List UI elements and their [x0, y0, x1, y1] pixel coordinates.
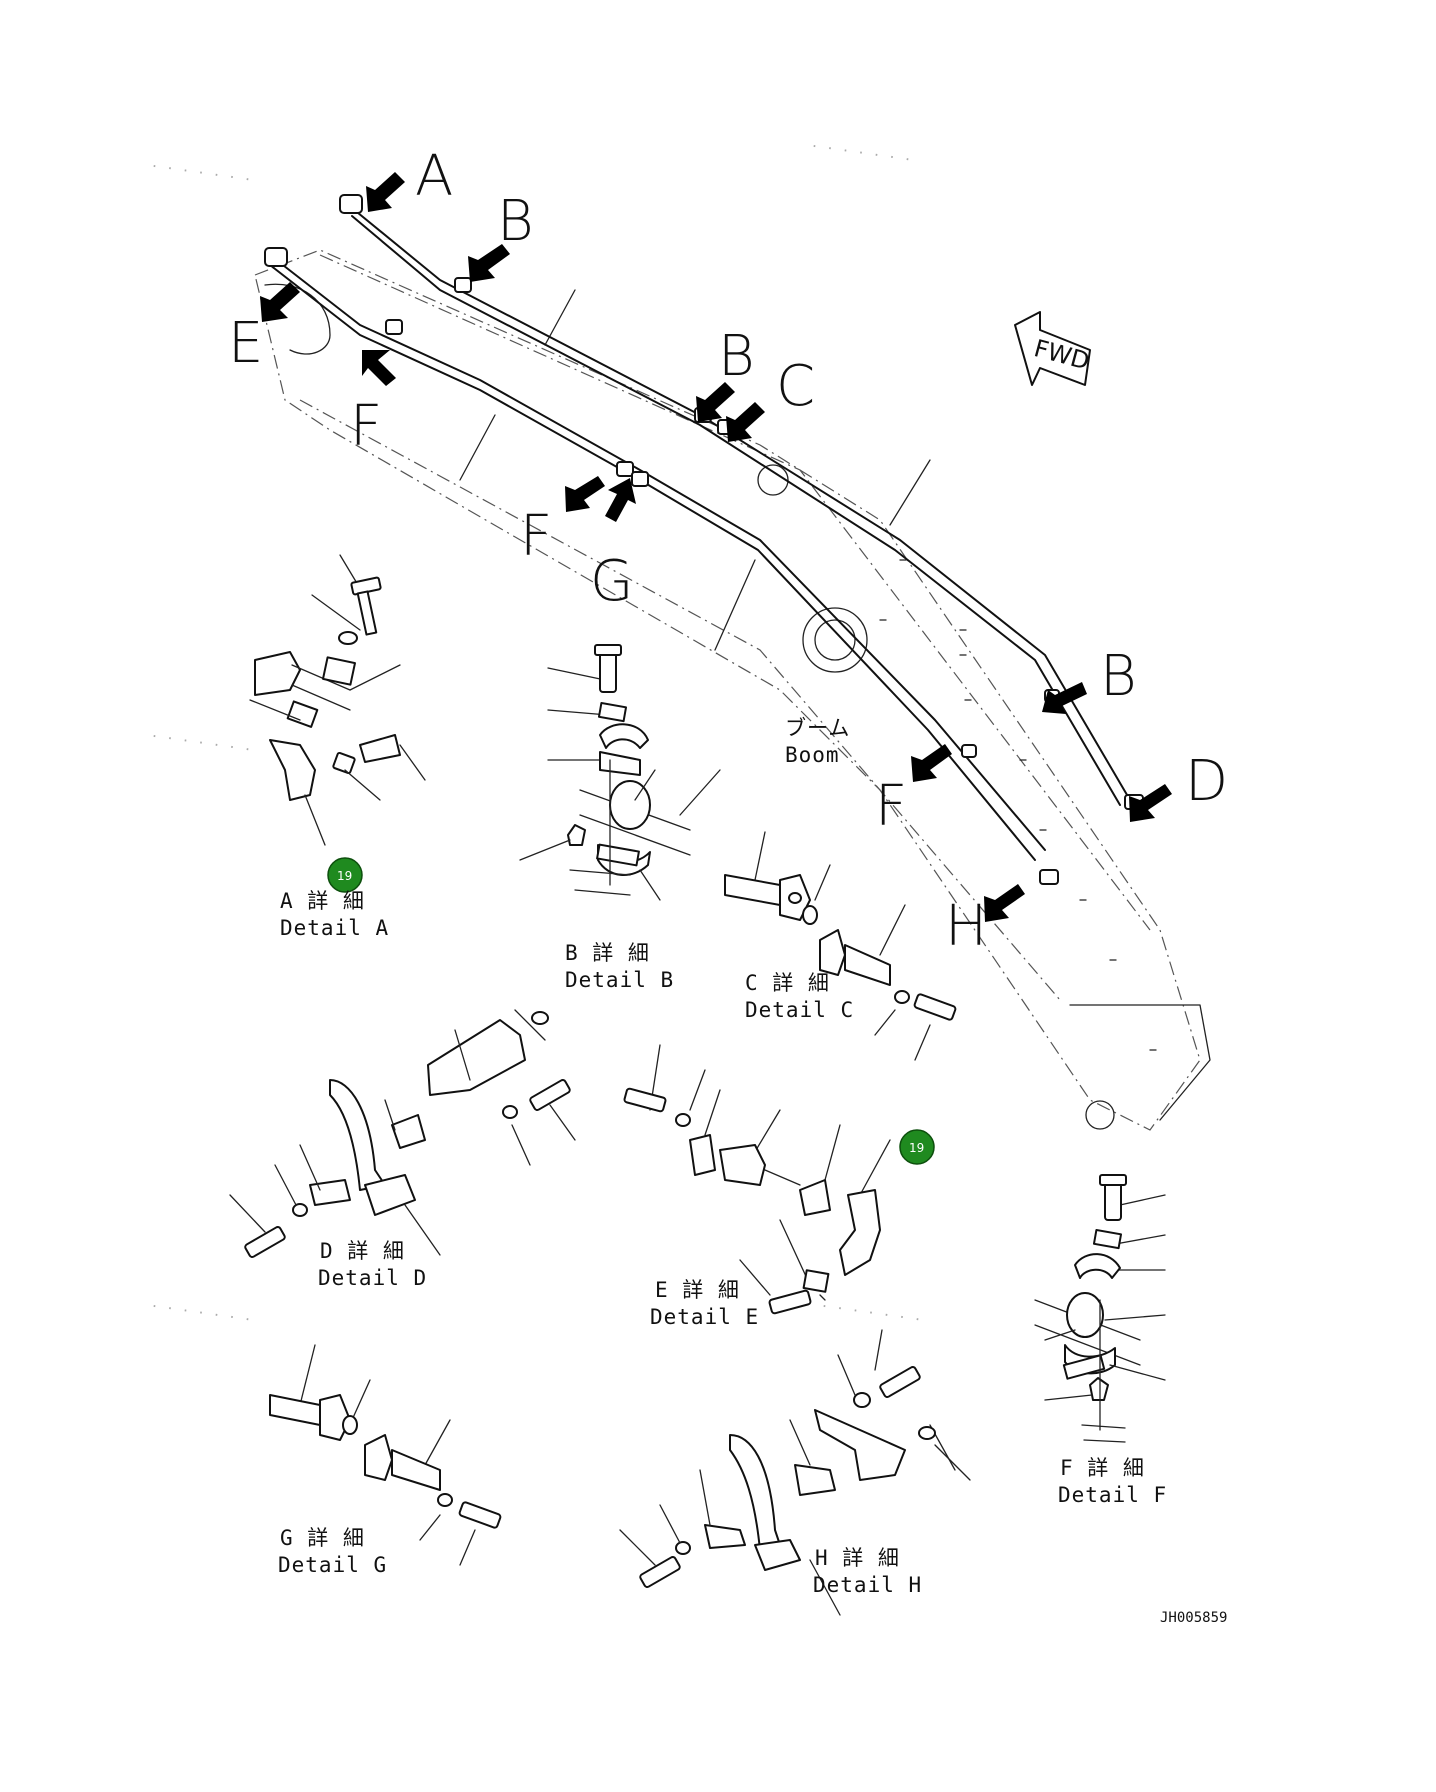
detail-F-jp: F 詳 細	[1060, 1456, 1145, 1480]
hydraulic-lines	[264, 194, 1144, 885]
boom-label-en: Boom	[785, 743, 840, 767]
detail-E-jp: E 詳 細	[655, 1278, 740, 1302]
detail-D-drawing	[229, 1009, 576, 1258]
arrow-B1	[468, 244, 510, 282]
view-label-D: D	[1185, 749, 1228, 814]
detail-B-en: Detail B	[565, 968, 674, 992]
view-label-F2: F	[520, 504, 552, 569]
arrow-F2	[565, 476, 605, 512]
detail-G-drawing	[269, 1344, 502, 1566]
detail-A-jp: A 詳 細	[280, 889, 365, 913]
detail-A-en: Detail A	[280, 916, 389, 940]
detail-C-drawing	[724, 831, 957, 1061]
view-arrows	[260, 172, 1172, 922]
part-marker-19-b[interactable]: 19	[899, 1129, 935, 1165]
forward-indicator: FWD	[1014, 311, 1092, 386]
svg-text:19: 19	[337, 869, 352, 883]
detail-F-en: Detail F	[1058, 1483, 1167, 1507]
view-label-G: G	[590, 549, 633, 614]
view-label-F1: F	[350, 394, 382, 459]
svg-text:· · · · · · ·: · · · · · · ·	[809, 139, 912, 168]
detail-H-jp: H 詳 細	[815, 1546, 900, 1570]
svg-text:· · · · · · ·: · · · · · · ·	[819, 1299, 922, 1328]
detail-C-jp: C 詳 細	[745, 971, 830, 995]
detail-D-jp: D 詳 細	[320, 1239, 405, 1263]
boom-drawing	[254, 249, 1211, 1131]
view-label-B3: B	[1100, 644, 1137, 709]
detail-B-drawing	[519, 644, 721, 901]
detail-H-drawing	[619, 1329, 971, 1616]
detail-E-drawing	[623, 1044, 891, 1315]
view-label-E: E	[228, 311, 263, 376]
drawing-number: JH005859	[1160, 1610, 1227, 1626]
detail-A-drawing	[249, 554, 426, 846]
arrow-G	[605, 478, 636, 522]
arrow-B2	[696, 382, 735, 422]
detail-E-en: Detail E	[650, 1305, 759, 1329]
detail-H-en: Detail H	[813, 1573, 922, 1597]
boom-label-jp: ブーム	[785, 716, 850, 740]
view-letters: A B E F B C F G B D F H	[228, 144, 1228, 959]
arrow-A	[366, 172, 405, 212]
svg-text:· · · · · · ·: · · · · · · ·	[149, 1299, 252, 1328]
arrow-H	[984, 884, 1025, 922]
svg-text:19: 19	[909, 1141, 924, 1155]
arrow-E	[260, 282, 300, 322]
detail-D-en: Detail D	[318, 1266, 427, 1290]
arrow-B3	[1042, 682, 1087, 714]
arrow-C	[726, 402, 765, 442]
view-label-B2: B	[718, 324, 755, 389]
svg-text:· · · · · · ·: · · · · · · ·	[149, 729, 252, 758]
view-label-F3: F	[875, 774, 907, 839]
detail-G-jp: G 詳 細	[280, 1526, 365, 1550]
arrow-F3	[911, 744, 952, 782]
svg-text:· · · · · · ·: · · · · · · ·	[149, 159, 252, 188]
view-label-C: C	[776, 354, 815, 419]
detail-C-en: Detail C	[745, 998, 854, 1022]
view-label-B1: B	[497, 189, 534, 254]
view-label-A: A	[415, 144, 453, 209]
detail-F-drawing	[1034, 1174, 1166, 1443]
view-label-H: H	[945, 894, 987, 959]
part-marker-19-a[interactable]: 19	[327, 857, 363, 893]
arrow-F1	[362, 350, 396, 386]
arrow-D	[1129, 784, 1172, 822]
detail-G-en: Detail G	[278, 1553, 387, 1577]
detail-B-jp: B 詳 細	[565, 941, 650, 965]
